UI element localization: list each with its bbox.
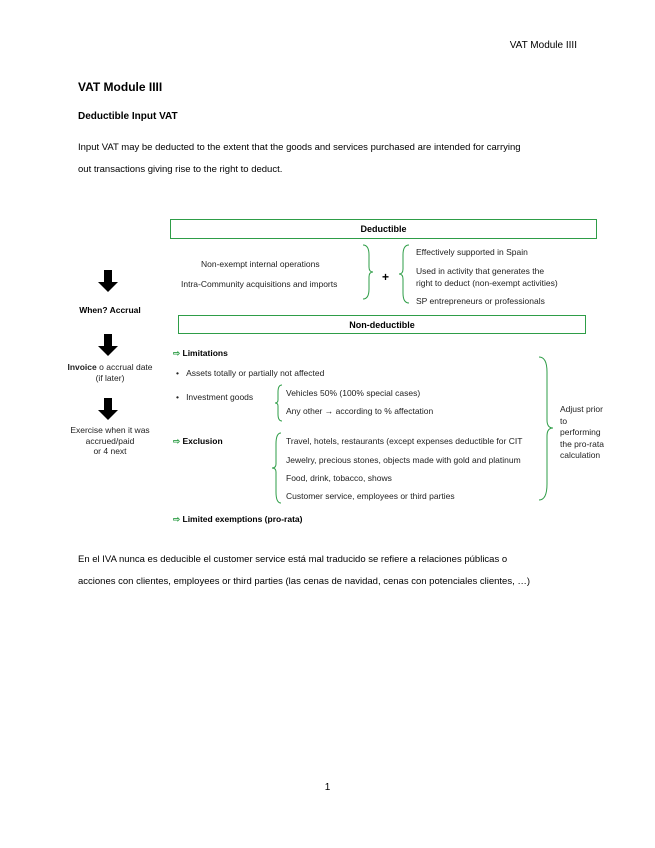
invoice-line-2: (if later) xyxy=(95,373,125,383)
down-arrow-icon xyxy=(98,334,118,356)
any-other-text: Any other → according to % affectation xyxy=(286,406,434,416)
page-number: 1 xyxy=(324,782,331,793)
brace-icon xyxy=(538,356,554,501)
exclusion-item-1: Travel, hotels, restaurants (except expe… xyxy=(286,436,523,446)
note-line-1: En el IVA nunca es deducible el customer… xyxy=(78,554,508,565)
exercise-line-3: or 4 next xyxy=(93,446,127,456)
adjust-line-1: Adjust prior xyxy=(560,404,603,414)
right-arrow-icon: ⇨ xyxy=(173,348,181,358)
adjust-line-3: performing xyxy=(560,427,601,437)
down-arrow-icon xyxy=(98,398,118,420)
intro-line-2: out transactions giving rise to the righ… xyxy=(78,164,283,175)
bullet-2-text: Investment goods xyxy=(186,392,254,402)
adjust-line-5: calculation xyxy=(560,450,601,460)
invoice-rest: o accrual date xyxy=(99,362,153,372)
down-arrow-icon xyxy=(98,270,118,292)
exercise-line-2: accrued/paid xyxy=(85,435,135,446)
left-item-2: Intra-Community acquisitions and imports xyxy=(181,279,338,289)
limited-label: Limited exemptions (pro-rata) xyxy=(182,514,303,524)
adjust-line-2: to xyxy=(560,415,568,426)
exclusion-item-4: Customer service, employees or third par… xyxy=(286,491,455,501)
brace-icon xyxy=(271,432,282,504)
invoice-label: Invoice o accrual date (if later) xyxy=(55,362,165,384)
brace-icon xyxy=(398,244,410,304)
right-item-2: Used in activity that generates the xyxy=(416,266,545,276)
right-item-4: SP entrepreneurs or professionals xyxy=(416,296,545,306)
deductible-box: Deductible xyxy=(170,219,597,239)
vehicles-text: Vehicles 50% (100% special cases) xyxy=(286,388,421,398)
bullet-1: • Assets totally or partially not affect… xyxy=(176,368,325,378)
limitations-label: Limitations xyxy=(182,348,228,358)
right-arrow-icon: ⇨ xyxy=(173,436,181,446)
exclusion-item-3: Food, drink, tobacco, shows xyxy=(286,473,392,483)
intro-line-1: Input VAT may be deducted to the extent … xyxy=(78,142,521,153)
right-arrow-icon: ⇨ xyxy=(173,514,181,524)
when-label: When? Accrual xyxy=(79,305,141,315)
running-header: VAT Module IIII xyxy=(509,40,577,51)
exercise-label: Exercise when it was accrued/paid or 4 n… xyxy=(50,425,170,457)
adjust-note: Adjust prior to performing the pro-rata … xyxy=(560,404,604,462)
right-item-1: Effectively supported in Spain xyxy=(416,247,528,257)
deduction-diagram: Deductible Non-exempt internal operation… xyxy=(50,219,604,525)
invoice-bold: Invoice xyxy=(67,362,97,372)
section-heading: Deductible Input VAT xyxy=(78,111,178,122)
non-deductible-box: Non-deductible xyxy=(178,315,586,334)
bullet-2: • Investment goods xyxy=(176,392,254,402)
exclusion-label: Exclusion xyxy=(182,436,223,446)
adjust-line-4: the pro-rata xyxy=(560,438,604,449)
intro-paragraph: Input VAT may be deducted to the extent … xyxy=(78,137,588,181)
limited-heading: ⇨ Limited exemptions (pro-rata) xyxy=(173,514,302,525)
page-title: VAT Module IIII xyxy=(78,80,163,94)
exclusion-heading: ⇨ Exclusion xyxy=(173,436,223,447)
exclusion-item-2: Jewelry, precious stones, objects made w… xyxy=(286,455,521,465)
note-line-2: acciones con clientes, employees or thir… xyxy=(78,576,531,587)
right-item-3: right to deduct (non-exempt activities) xyxy=(416,278,558,288)
plus-sign: + xyxy=(382,270,390,284)
left-item-1: Non-exempt internal operations xyxy=(201,259,320,269)
brace-icon xyxy=(274,384,283,422)
exercise-line-1: Exercise when it was xyxy=(70,425,150,435)
note-paragraph: En el IVA nunca es deducible el customer… xyxy=(78,549,588,593)
bullet-1-text: Assets totally or partially not affected xyxy=(186,368,325,378)
brace-icon xyxy=(362,244,374,300)
limitations-heading: ⇨ Limitations xyxy=(173,348,228,359)
